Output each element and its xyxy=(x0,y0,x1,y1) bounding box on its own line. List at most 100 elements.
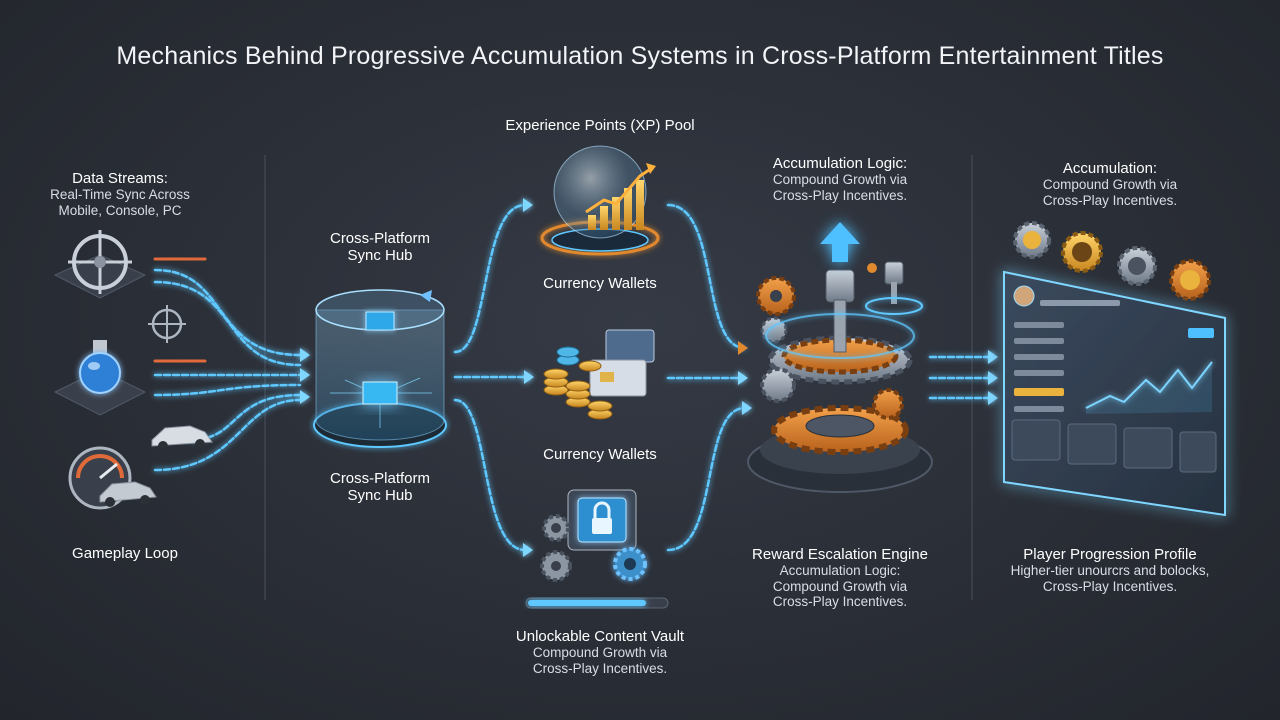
data-streams-label: Data Streams: Real-Time Sync Across Mobi… xyxy=(20,170,220,218)
accumulation-heading: Accumulation: xyxy=(1062,160,1158,177)
reward-engine-label: Reward Escalation Engine Accumulation Lo… xyxy=(735,546,945,610)
sync-hub-label-top: Cross-Platform Sync Hub xyxy=(300,230,460,265)
player-profile-label: Player Progression Profile Higher-tier u… xyxy=(985,546,1235,594)
race-car-icon xyxy=(99,481,157,507)
reward-engine-heading: Reward Escalation Engine xyxy=(752,546,928,563)
vault-heading: Unlockable Content Vault xyxy=(515,628,685,645)
gear-icon xyxy=(756,276,796,316)
arrowhead-orange-icon xyxy=(738,341,748,355)
arrowhead-icon xyxy=(523,543,533,557)
sync-hub-line: Cross-Platform xyxy=(329,230,430,247)
data-streams-heading: Data Streams: xyxy=(72,170,168,187)
vault-label: Unlockable Content Vault Compound Growth… xyxy=(490,628,710,676)
sync-hub-line: Cross-Platform xyxy=(329,470,430,487)
currency-wallet-icon xyxy=(543,329,655,420)
up-arrow-icon xyxy=(820,222,860,262)
vault-line: Compound Growth via xyxy=(532,645,668,661)
flow-lines xyxy=(153,198,998,557)
gear-icon xyxy=(613,547,647,581)
accumulation-line: Compound Growth via xyxy=(1042,177,1178,193)
dashboard-sidebar xyxy=(1014,322,1064,412)
dashboard-stat-cards xyxy=(1011,419,1217,473)
xp-growth-bars xyxy=(588,180,644,230)
star-badge-icon xyxy=(1117,246,1157,286)
stream-paths-left xyxy=(153,268,302,472)
crosshair-small-icon xyxy=(148,305,186,343)
reward-engine-line: Compound Growth via xyxy=(772,578,908,594)
player-dashboard xyxy=(1003,270,1226,517)
stream-path xyxy=(153,383,302,397)
hub-path-down xyxy=(453,398,527,552)
gear-icon xyxy=(767,335,913,385)
arrowhead-icon xyxy=(742,401,752,415)
xp-to-engine xyxy=(666,203,747,350)
cursor-icon xyxy=(420,290,432,302)
currency-wallets-label-bottom: Currency Wallets xyxy=(543,446,657,463)
credit-card-icon xyxy=(589,359,647,397)
sync-hub-line: Sync Hub xyxy=(347,487,413,505)
currency-wallets-label-top: Currency Wallets xyxy=(543,275,657,292)
accumulation-logic-heading: Accumulation Logic: xyxy=(772,155,908,172)
dashboard-button xyxy=(1188,328,1214,338)
xp-pool-sphere xyxy=(540,145,660,256)
arrowhead-icon xyxy=(300,390,310,404)
chip-icon xyxy=(365,311,395,331)
sync-hub-cylinder xyxy=(313,289,447,448)
potion-icon xyxy=(53,340,147,416)
data-streams-line: Real-Time Sync Across xyxy=(50,187,190,203)
engine-output-paths xyxy=(928,355,992,400)
accumulation-line: Cross-Play Incentives. xyxy=(1042,192,1178,208)
accumulation-logic-label: Accumulation Logic: Compound Growth via … xyxy=(740,155,940,203)
piston-icon xyxy=(825,269,855,353)
arrowhead-icon xyxy=(988,371,998,385)
arrowhead-icon xyxy=(300,348,310,362)
gameplay-icons xyxy=(53,230,213,510)
trend-arrow-icon xyxy=(585,166,653,214)
dashboard-header-bar xyxy=(1040,300,1120,306)
arrowhead-icon xyxy=(523,198,533,212)
accumulation-logic-line: Compound Growth via xyxy=(772,172,908,188)
sync-hub-line: Sync Hub xyxy=(347,247,413,265)
player-profile-heading: Player Progression Profile xyxy=(1023,546,1197,563)
gear-icon xyxy=(542,514,570,542)
sync-hub-label-bottom: Cross-Platform Sync Hub xyxy=(300,470,460,505)
gear-icon xyxy=(771,405,909,455)
badges xyxy=(1013,221,1211,301)
hub-output-paths xyxy=(453,203,747,552)
player-profile-line: Cross-Play Incentives. xyxy=(1042,578,1178,594)
arrowhead-icon xyxy=(738,371,748,385)
arrowhead-icon xyxy=(300,368,310,382)
star-badge-icon xyxy=(1061,231,1103,273)
piston-icon xyxy=(865,261,923,315)
gear-icon xyxy=(760,367,796,403)
stream-path xyxy=(153,398,302,472)
arrowhead-icon xyxy=(524,370,534,384)
reward-engine-line: Cross-Play Incentives. xyxy=(772,594,908,610)
gear-icon xyxy=(540,550,572,582)
star-badge-icon xyxy=(1013,221,1051,259)
avatar xyxy=(1013,285,1035,307)
reward-engine-icon xyxy=(747,222,933,493)
padlock-icon xyxy=(592,518,612,534)
reward-engine-line: Accumulation Logic: xyxy=(779,563,901,579)
player-profile-line: Higher-tier unourcrs and bolocks, xyxy=(1010,563,1210,579)
gameplay-loop-label: Gameplay Loop xyxy=(72,545,178,562)
gear-icon xyxy=(872,388,904,420)
hub-path-up xyxy=(453,203,527,354)
vault-to-engine xyxy=(666,406,747,552)
dashboard-line-chart xyxy=(1085,361,1213,409)
unlock-progress-fill xyxy=(528,600,646,606)
data-streams-line: Mobile, Console, PC xyxy=(58,202,182,218)
arrowheads xyxy=(300,198,998,557)
star-badge-icon xyxy=(1169,259,1211,301)
accumulation-logic-line: Cross-Play Incentives. xyxy=(772,187,908,203)
xp-pool-label: Experience Points (XP) Pool xyxy=(505,117,695,134)
accumulation-label: Accumulation: Compound Growth via Cross-… xyxy=(1010,160,1210,208)
content-vault-icon xyxy=(525,489,669,609)
credit-card-icon xyxy=(605,329,655,363)
chip-icon xyxy=(362,381,398,405)
race-car-icon xyxy=(151,425,213,451)
coin-stack-icon xyxy=(543,346,613,420)
stream-path xyxy=(153,280,302,367)
